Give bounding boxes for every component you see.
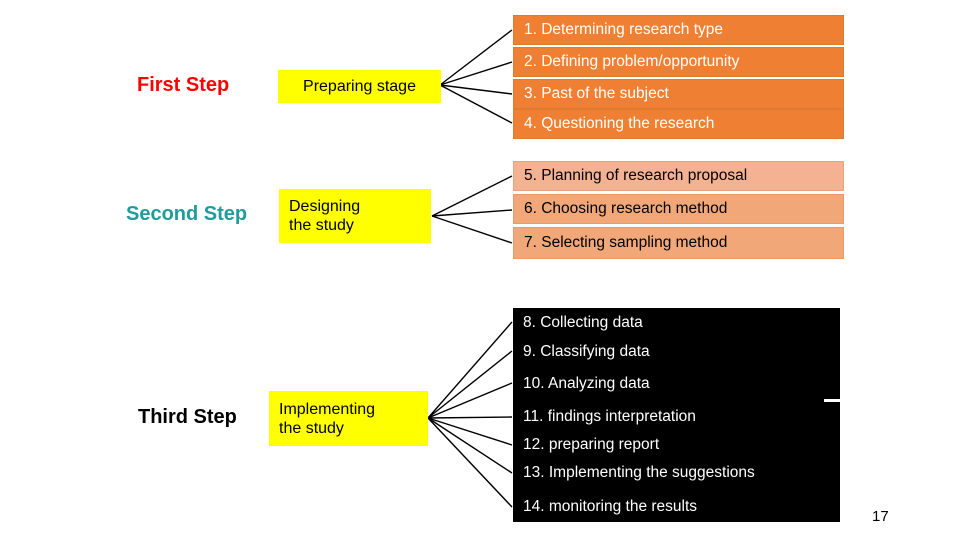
task-box-13: 13. Implementing the suggestions (513, 458, 840, 488)
task-box-9: 9. Classifying data (513, 337, 840, 366)
task-box-2: 2. Defining problem/opportunity (513, 47, 844, 77)
step-label-third: Third Step (138, 406, 237, 428)
task-box-5: 5. Planning of research proposal (513, 161, 844, 191)
task-box-4: 4. Questioning the research (513, 109, 844, 139)
task-box-8: 8. Collecting data (513, 308, 840, 337)
task-box-1: 1. Determining research type (513, 15, 844, 45)
task-box-14: 14. monitoring the results (513, 492, 840, 522)
stage-box-designing: Designing the study (279, 189, 431, 243)
stage-box-implementing-line1: Implementing (279, 400, 376, 418)
task-box-10: 10. Analyzing data (513, 368, 840, 399)
stage-box-designing-line2: the study (289, 217, 354, 234)
stage-box-implementing-line2: the study (279, 419, 344, 437)
task-box-7: 7. Selecting sampling method (513, 227, 844, 259)
task-box-11: 11. findings interpretation (513, 402, 840, 432)
task-box-12: 12. preparing report (513, 430, 840, 460)
step-label-second: Second Step (126, 203, 248, 225)
stage-box-implementing: Implementing the study (269, 391, 428, 446)
task-box-6: 6. Choosing research method (513, 194, 844, 224)
stage-box-preparing: Preparing stage (278, 70, 441, 103)
stage-box-designing-line1: Designing (289, 198, 361, 215)
task-box-3: 3. Past of the subject (513, 79, 844, 109)
page-number: 17 (872, 508, 889, 525)
step-label-first: First Step (137, 74, 230, 96)
